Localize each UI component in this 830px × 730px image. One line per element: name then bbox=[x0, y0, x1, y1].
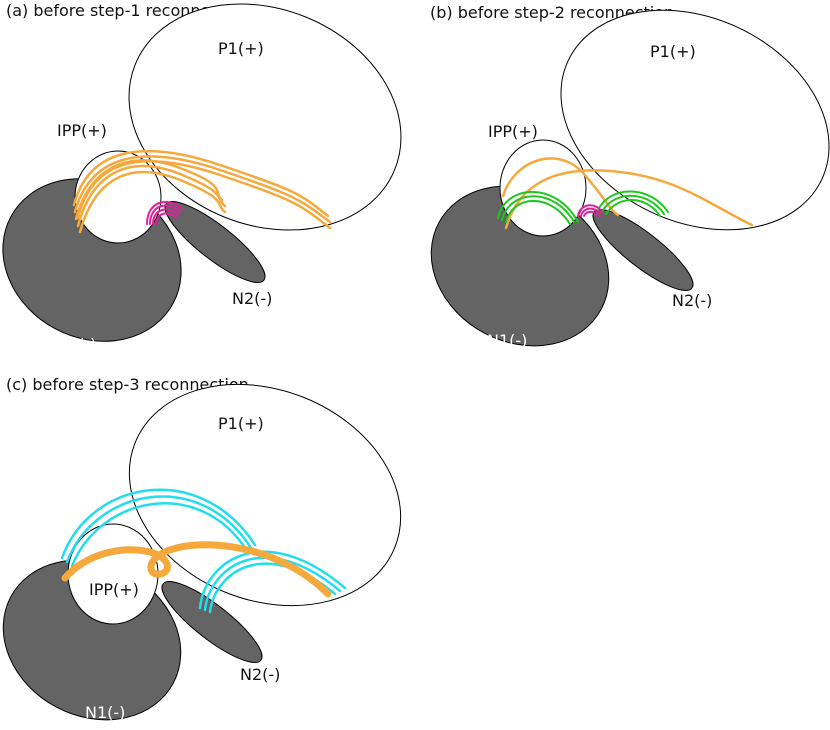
label-ipp: IPP(+) bbox=[57, 121, 107, 140]
cyan-loops-c bbox=[60, 488, 347, 614]
orange-loop bbox=[78, 170, 227, 234]
green-loop bbox=[605, 199, 661, 217]
label-n1: N1(-) bbox=[85, 703, 125, 722]
panel-a: (a) before step-1 reconnection P1(+) IPP… bbox=[2, 1, 402, 354]
p1-region bbox=[128, 3, 402, 231]
orange-loop bbox=[74, 159, 224, 221]
n2-region bbox=[164, 201, 266, 283]
magenta-loop bbox=[577, 204, 603, 217]
label-n2: N2(-) bbox=[232, 289, 272, 308]
green-loops-b bbox=[497, 190, 669, 225]
magenta-loops-a bbox=[146, 201, 184, 225]
ipp-region bbox=[499, 139, 587, 237]
label-n1: N1(-) bbox=[56, 335, 96, 354]
cyan-loop bbox=[60, 488, 257, 560]
p1-region bbox=[560, 9, 830, 231]
magenta-loop bbox=[580, 207, 601, 217]
orange-loop bbox=[73, 155, 332, 224]
n2-region bbox=[161, 581, 263, 663]
label-n2: N2(-) bbox=[672, 291, 712, 310]
cyan-loop bbox=[65, 495, 253, 564]
cyan-loop bbox=[70, 502, 249, 568]
orange-flux-rope-c bbox=[61, 541, 332, 598]
label-p1: P1(+) bbox=[650, 42, 696, 61]
green-loop bbox=[597, 190, 669, 213]
p1-region bbox=[128, 383, 402, 607]
cyan-loop bbox=[198, 550, 347, 610]
green-loop bbox=[505, 200, 571, 225]
ipp-region bbox=[67, 523, 159, 625]
green-loop bbox=[497, 190, 579, 223]
cyan-loop bbox=[203, 556, 342, 612]
label-p1: P1(+) bbox=[218, 414, 264, 433]
orange-loop bbox=[72, 149, 330, 218]
magenta-loop bbox=[146, 201, 184, 225]
green-loop bbox=[501, 195, 575, 223]
magenta-loop bbox=[152, 208, 179, 225]
panel-c: (c) before step-3 reconnection P1(+) IPP… bbox=[2, 375, 402, 722]
orange-flux-rope bbox=[61, 541, 332, 598]
label-ipp: IPP(+) bbox=[488, 122, 538, 141]
magenta-loop bbox=[149, 204, 181, 225]
label-n1: N1(-) bbox=[487, 331, 527, 350]
panel-b-title: (b) before step-2 reconnection bbox=[430, 3, 674, 22]
label-n2: N2(-) bbox=[240, 665, 280, 684]
magenta-loops-b bbox=[577, 204, 603, 217]
orange-loops-a bbox=[72, 149, 332, 234]
panel-b: (b) before step-2 reconnection P1(+) IPP… bbox=[430, 3, 830, 350]
green-loop bbox=[601, 194, 665, 215]
panel-c-title: (c) before step-3 reconnection bbox=[6, 375, 249, 394]
label-p1: P1(+) bbox=[218, 39, 264, 58]
label-ipp: IPP(+) bbox=[89, 580, 139, 599]
magenta-loop bbox=[583, 210, 599, 217]
magenta-loop bbox=[155, 212, 177, 225]
